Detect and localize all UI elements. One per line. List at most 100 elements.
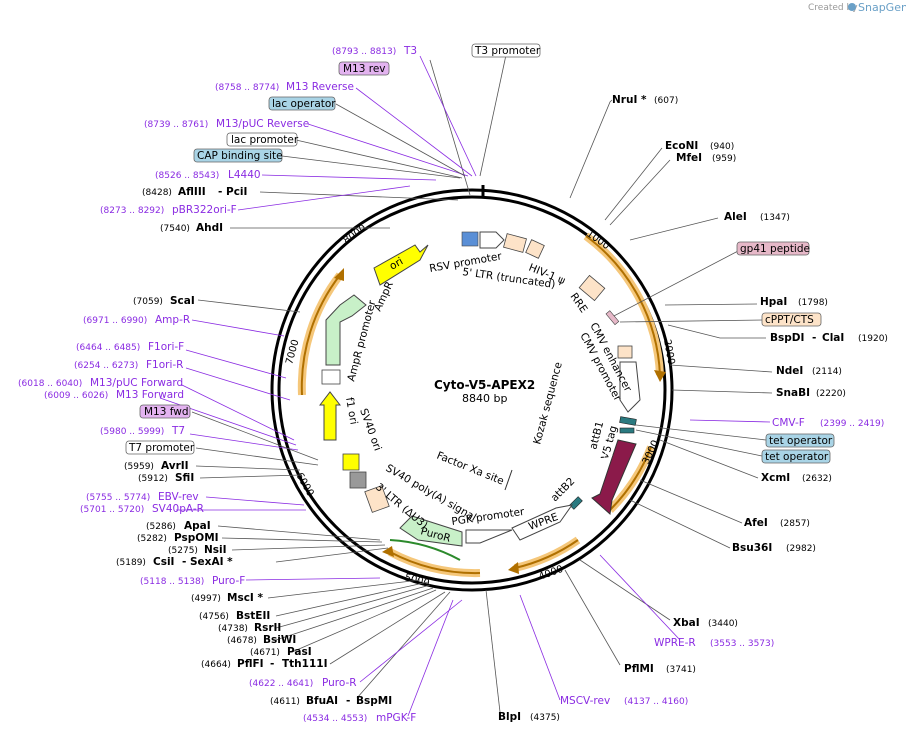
svg-text:(6009 .. 6026): (6009 .. 6026): [44, 391, 108, 401]
sites-left: (8428) AflIII - PciI (7540) AhdI (7059) …: [116, 186, 392, 707]
primer-sv40pa-r: SV40pA-R: [152, 503, 204, 515]
svg-text:(5959): (5959): [124, 462, 154, 472]
orf-arcs: [297, 232, 666, 578]
site-bfuai: BfuAI: [306, 695, 338, 707]
wpre-arrow: [511, 504, 574, 541]
svg-text:-: -: [182, 556, 186, 568]
site-pflmi: PflMI: [624, 663, 654, 675]
primer-mpgk-f: mPGK-F: [376, 712, 416, 724]
svg-text:(5701 .. 5720): (5701 .. 5720): [80, 505, 144, 515]
box-lac-promoter: lac promoter: [231, 134, 299, 146]
site-bsteii: BstEII: [236, 610, 270, 622]
site-apai: ApaI: [184, 520, 211, 532]
svg-text:(8758 .. 8774): (8758 .. 8774): [215, 83, 279, 93]
primer-m13-puc-forward: M13/pUC Forward: [90, 377, 183, 389]
created-by-text: Created by: [808, 3, 858, 13]
snapgene-logo-icon: [848, 3, 856, 11]
svg-text:-: -: [218, 186, 222, 198]
box-tet-operator-1: tet operator: [769, 435, 833, 447]
primer-t7: T7: [171, 425, 185, 437]
label-rre: RRE: [568, 291, 590, 315]
svg-text:(2220): (2220): [816, 389, 846, 399]
tick-4000: 4000: [537, 564, 565, 583]
svg-text:(4664): (4664): [201, 660, 231, 670]
rsv-promoter-arrow: [479, 231, 505, 249]
box-tet-operator-2: tet operator: [765, 451, 829, 463]
label-ori: ori: [388, 255, 406, 272]
site-pspomi: PspOMI: [174, 532, 219, 544]
label-f1-ori: f1 ori: [343, 396, 360, 425]
svg-text:(4678): (4678): [227, 636, 257, 646]
site-pflfi: PflFI: [237, 658, 264, 670]
box-m13-fwd: M13 fwd: [144, 406, 189, 418]
svg-text:(6971 .. 6990): (6971 .. 6990): [83, 316, 147, 326]
svg-text:(1798): (1798): [798, 298, 828, 308]
box-leader-lines: [191, 54, 767, 466]
primers: (8793 .. 8813) T3 (8758 .. 8774) M13 Rev…: [18, 45, 884, 724]
svg-text:(4671): (4671): [250, 648, 280, 658]
svg-text:(4611): (4611): [270, 697, 300, 707]
snapgene-brand: SnapGene: [858, 1, 906, 14]
primer-pbr322ori-f: pBR322ori-F: [172, 204, 237, 216]
svg-text:(4137 .. 4160): (4137 .. 4160): [624, 697, 688, 707]
tick-2000: 2000: [661, 339, 676, 366]
site-msci: MscI *: [227, 592, 263, 604]
site-afliii: AflIII: [178, 186, 206, 198]
svg-text:(5980 .. 5999): (5980 .. 5999): [100, 427, 164, 437]
primer-m13-reverse: M13 Reverse: [286, 81, 354, 93]
box-lac-operator: lac operator: [272, 98, 336, 110]
svg-text:(5275): (5275): [168, 546, 198, 556]
svg-text:-: -: [270, 658, 274, 670]
site-pasi: PasI: [287, 646, 312, 658]
svg-text:(607): (607): [654, 96, 678, 106]
svg-text:SexAI *: SexAI *: [190, 556, 233, 568]
svg-text:(4375): (4375): [530, 713, 560, 723]
svg-text:(1920): (1920): [858, 334, 888, 344]
pgk-arrow: [465, 529, 513, 544]
svg-text:(3440): (3440): [708, 619, 738, 629]
svg-text:(2399 .. 2419): (2399 .. 2419): [820, 419, 884, 429]
svg-text:(2982): (2982): [786, 544, 816, 554]
plasmid-size: 8840 bp: [462, 392, 507, 405]
svg-text:(6018 .. 6040): (6018 .. 6040): [18, 379, 82, 389]
leader-lines-left: [195, 59, 471, 699]
svg-text:(6254 .. 6273): (6254 .. 6273): [74, 361, 138, 371]
box-gp41-peptide: gp41 peptide: [740, 243, 810, 255]
box-t3-promoter: T3 promoter: [474, 45, 541, 57]
box-cppt-cts: cPPT/CTS: [765, 314, 814, 326]
box-cap-binding-site: CAP binding site: [197, 150, 283, 162]
site-snabi: SnaBI: [776, 387, 810, 399]
primer-f1ori-f: F1ori-F: [148, 341, 184, 353]
tick-7000: 7000: [284, 338, 301, 365]
svg-text:(6464 .. 6485): (6464 .. 6485): [76, 343, 140, 353]
svg-text:(8739 .. 8761): (8739 .. 8761): [144, 120, 208, 130]
svg-text:(8793 .. 8813): (8793 .. 8813): [332, 47, 396, 57]
puror-arrow: [399, 515, 463, 547]
label-kozak: Kozak sequence: [531, 361, 565, 446]
svg-text:(940): (940): [710, 142, 734, 152]
site-bsiwi: BsiWI: [263, 634, 296, 646]
site-rsrii: RsrII: [254, 622, 281, 634]
site-csii: CsiI: [153, 556, 174, 568]
backbone-inner: [277, 195, 667, 585]
primer-ebv-rev: EBV-rev: [158, 491, 199, 503]
svg-text:-: -: [346, 695, 350, 707]
svg-text:(4997): (4997): [191, 594, 221, 604]
svg-text:(5282): (5282): [137, 534, 167, 544]
svg-text:(2857): (2857): [780, 519, 810, 529]
site-avrii: AvrII: [161, 460, 189, 472]
svg-text:(3741): (3741): [666, 665, 696, 675]
svg-text:Tth111I: Tth111I: [282, 658, 327, 670]
site-blpi: BlpI: [498, 711, 521, 723]
svg-text:(4534 .. 4553): (4534 .. 4553): [303, 714, 367, 724]
f1-ori-arrow: [318, 391, 342, 441]
svg-text:(5912): (5912): [138, 474, 168, 484]
label-sv40-ori: SV40 ori: [357, 407, 383, 453]
box-m13-rev: M13 rev: [343, 63, 386, 75]
svg-text:(7540): (7540): [160, 224, 190, 234]
svg-text:(8526 .. 8543): (8526 .. 8543): [155, 171, 219, 181]
site-nrui: NruI *: [612, 94, 647, 106]
primer-cmv-f: CMV-F: [772, 417, 805, 429]
site-sfii: SfiI: [175, 472, 194, 484]
